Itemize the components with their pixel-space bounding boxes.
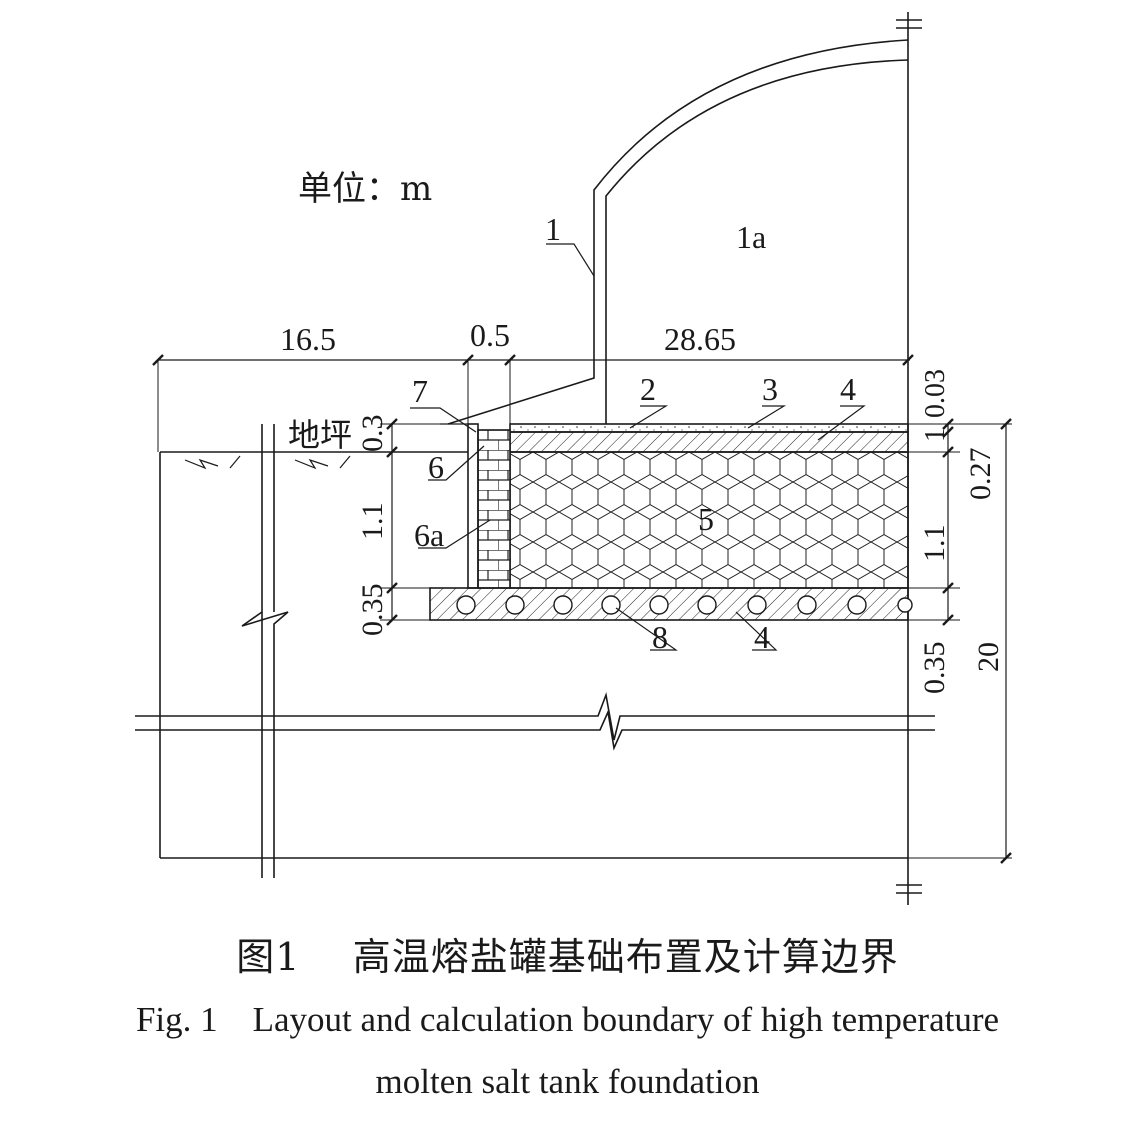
foundation-section-drawing: 单位：m 1 1a 16.5 0.5 28.65 2 3 4 7 地坪 6 6a… xyxy=(135,12,1012,905)
ground-label: 地坪 xyxy=(288,416,352,454)
callout-7: 7 xyxy=(412,373,428,409)
dim-height-0-03: 0.03 xyxy=(920,369,951,418)
caption-english-line-2: molten salt tank foundation xyxy=(0,1062,1135,1102)
dim-height-0-27: 0.27 xyxy=(964,448,997,501)
caption-en-line1: Layout and calculation boundary of high … xyxy=(252,1000,1000,1039)
ventilation-pipes xyxy=(456,595,913,615)
callout-1a: 1a xyxy=(736,219,766,255)
callout-6: 6 xyxy=(428,449,444,485)
callout-4-top: 4 xyxy=(840,371,856,407)
dim-height-1: 1 xyxy=(920,428,951,442)
dim-height-0-35-right: 0.35 xyxy=(918,642,951,695)
dim-width-left: 16.5 xyxy=(280,321,336,357)
caption-cn-label: 图1 xyxy=(236,935,301,979)
brick-ring-wall xyxy=(477,429,511,589)
dim-width-right: 28.65 xyxy=(664,321,736,357)
callout-5: 5 xyxy=(698,501,714,537)
callout-1: 1 xyxy=(545,211,561,247)
dim-height-1-1-right: 1.1 xyxy=(918,525,951,563)
callout-8: 8 xyxy=(652,619,668,655)
unit-note: 单位：m xyxy=(298,169,432,209)
callout-3: 3 xyxy=(762,371,778,407)
callout-4-bottom: 4 xyxy=(754,619,770,655)
dim-width-wall: 0.5 xyxy=(470,317,510,353)
top-sand-layer xyxy=(509,423,909,433)
caption-english-line-1: Fig. 1 Layout and calculation boundary o… xyxy=(0,1000,1135,1040)
top-concrete-layer xyxy=(509,431,909,453)
caption-chinese: 图1 高温熔盐罐基础布置及计算边界 xyxy=(0,926,1135,981)
caption-en-line2: molten salt tank foundation xyxy=(375,1062,760,1101)
dim-height-0-3: 0.3 xyxy=(356,415,389,453)
caption-cn-text: 高温熔盐罐基础布置及计算边界 xyxy=(352,935,899,979)
callout-2: 2 xyxy=(640,371,656,407)
bottom-slab xyxy=(429,587,909,621)
dim-height-20: 20 xyxy=(972,642,1005,672)
tank-wall-inner xyxy=(605,59,909,424)
dim-height-0-35-left: 0.35 xyxy=(356,584,389,637)
horizontal-break-line xyxy=(135,692,935,741)
callout-6a: 6a xyxy=(414,517,444,553)
caption-en-label: Fig. 1 xyxy=(135,1000,218,1039)
vertical-break-line xyxy=(241,424,289,878)
tank-wall-outer xyxy=(447,39,909,425)
dim-height-1-1-left: 1.1 xyxy=(356,503,389,541)
